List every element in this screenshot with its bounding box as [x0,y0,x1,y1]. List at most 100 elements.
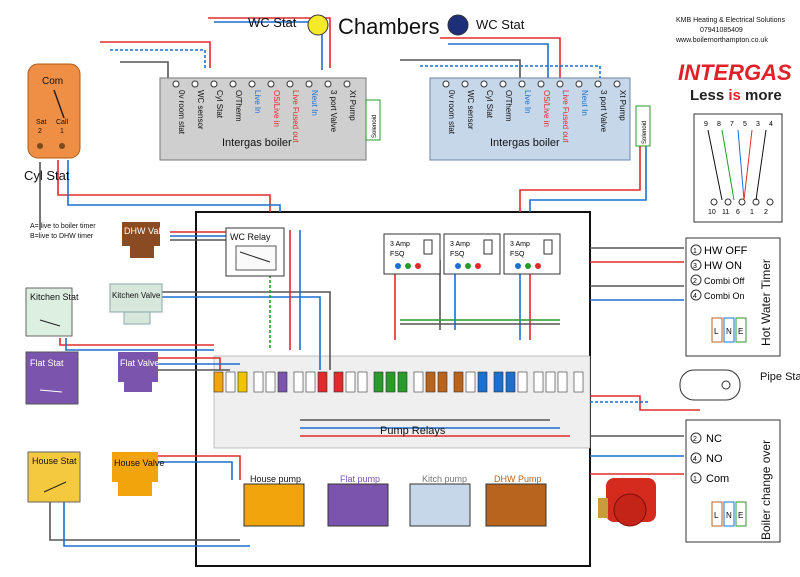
terminal-block [493,371,504,393]
kitch-pump: Kitch pump [409,474,471,527]
boiler-right-terminal: Cyl Stat [485,90,494,119]
hw-timer-lne-terminal [723,317,735,343]
fsq-label: FSQ [510,251,525,258]
plug-top-pin: 4 [769,121,773,128]
boiler-left-terminal-dot [248,80,256,88]
house-stat: House Stat [27,451,81,503]
boiler-left-terminal: Neut In [310,90,319,116]
fsq-label: FSQ [390,251,405,258]
terminal-block [357,371,368,393]
pipe-stat-text: Pipe Stat [760,371,800,383]
terminal-block [573,371,584,393]
boiler-change-item-label: Com [706,473,729,485]
fsq-amp-label: 3 Amp [390,241,410,248]
hw-timer-terminal-num: 3 [693,263,697,270]
boiler-change-lne-terminal [735,501,747,527]
terminal-block [317,371,328,393]
boiler-left-terminal-dot [172,80,180,88]
boiler-left-terminal: Cyl Stat [215,90,224,119]
house-valve: House Valve [112,452,164,496]
boiler-right-terminal-dot [518,80,526,88]
boiler-left-name: Intergas boiler [222,137,292,149]
flat-pump: Flat pump [327,474,389,527]
boiler-right-terminal: 3 port Valve [599,90,608,133]
fsq-label: FSQ [450,251,465,258]
boiler-change-lne-terminal [711,501,723,527]
terminal-block [333,371,344,393]
cyl-stat-title: Cyl Stat [24,168,70,183]
cyl-stat: Com Sat Call 2 1 Cyl Stat [24,63,81,183]
hw-timer-item-label: Combi Off [704,276,745,286]
terminal-block [373,371,384,393]
cyl-stat-n1: 1 [60,128,64,135]
boiler-right-terminal: Xt Pump [618,90,627,121]
boiler-change-terminal-icon [690,472,702,484]
fsq-fuse-icon [543,239,553,255]
terminal-block [265,371,276,393]
boiler-left-terminal-dot [191,80,199,88]
fsq-fuse-icon [483,239,493,255]
fsq-terminal-dot [475,263,481,269]
flat-stat: Flat Stat [25,351,79,405]
terminal-block [413,371,424,393]
boiler-right-terminal-dot [594,80,602,88]
note-a: A= live to boiler timer [30,223,96,230]
boiler-left-terminal-dot [267,80,275,88]
plug-bottom-dot [724,198,732,206]
terminal-block [465,371,476,393]
hw-timer-terminal-icon [690,244,702,256]
terminal-block [477,371,488,393]
kitchen-stat-label: Kitchen Stat [30,292,79,302]
boiler-change-lne-terminal [723,501,735,527]
plug-bottom-pin: 1 [750,209,754,216]
boiler-change-terminal-num: 1 [693,476,697,483]
wc-stat-left-icon [307,14,329,36]
terminal-block [397,371,408,393]
flat-valve: Flat Valve [118,352,159,392]
boiler-left-terminal: Xt Pump [348,90,357,121]
terminal-block [305,371,316,393]
flat-stat-label: Flat Stat [30,358,64,368]
boiler-change-terminal-icon [690,432,702,444]
boiler-left-terminal: Live In [253,90,262,114]
wc-stat-right-icon [447,14,469,36]
boiler-right-terminal: WC sensor [466,90,475,130]
kitchen-valve: Kitchen Valve [109,283,163,325]
boiler-change-item-label: NC [706,433,722,445]
dhw-valve-text: DHW Valve [124,226,170,236]
flat-valve-label: Flat Valve [120,358,159,368]
pipe-stat: Pipe Stat [679,369,800,401]
terminal-panel [213,355,591,449]
pump-relays-label: Pump Relays [380,425,446,437]
company-website: www.boilernorthampton.co.uk [675,37,768,44]
kitchen-stat: Kitchen Stat [25,287,79,337]
hw-timer-terminal-icon [690,259,702,271]
boiler-right-terminal-dot [442,80,450,88]
page-title: Chambers [338,14,439,39]
plug-top-pin: 3 [756,121,760,128]
boiler-right-terminal-dot [499,80,507,88]
dhw-pump-label: DHW Pump [494,474,542,484]
dhw-valve-label: DHW Valve [124,226,170,236]
boiler-left-solenoid-label: Solenoid [372,115,378,138]
terminal-block [213,371,224,393]
hw-timer-terminal-num: 1 [693,248,697,255]
cyl-stat-n2: 2 [38,128,42,135]
terminal-block [505,371,516,393]
plug-bottom-pin: 10 [708,209,716,216]
plug-top-pin: 8 [717,121,721,128]
house-pump: House pump [243,474,305,527]
hw-timer-item-label: HW ON [704,260,742,272]
kitchen-valve-label: Kitchen Valve [112,291,161,300]
hw-timer-lne-label: L [714,327,719,336]
boiler-right-terminal: Neut In [580,90,589,116]
boiler-left-terminal: O/Therm [234,90,243,122]
boiler-change-terminal-num: 4 [693,456,697,463]
boiler-right-name: Intergas boiler [490,137,560,149]
hw-timer-terminal-num: 4 [693,293,697,300]
boiler-left-terminal-dot [305,80,313,88]
